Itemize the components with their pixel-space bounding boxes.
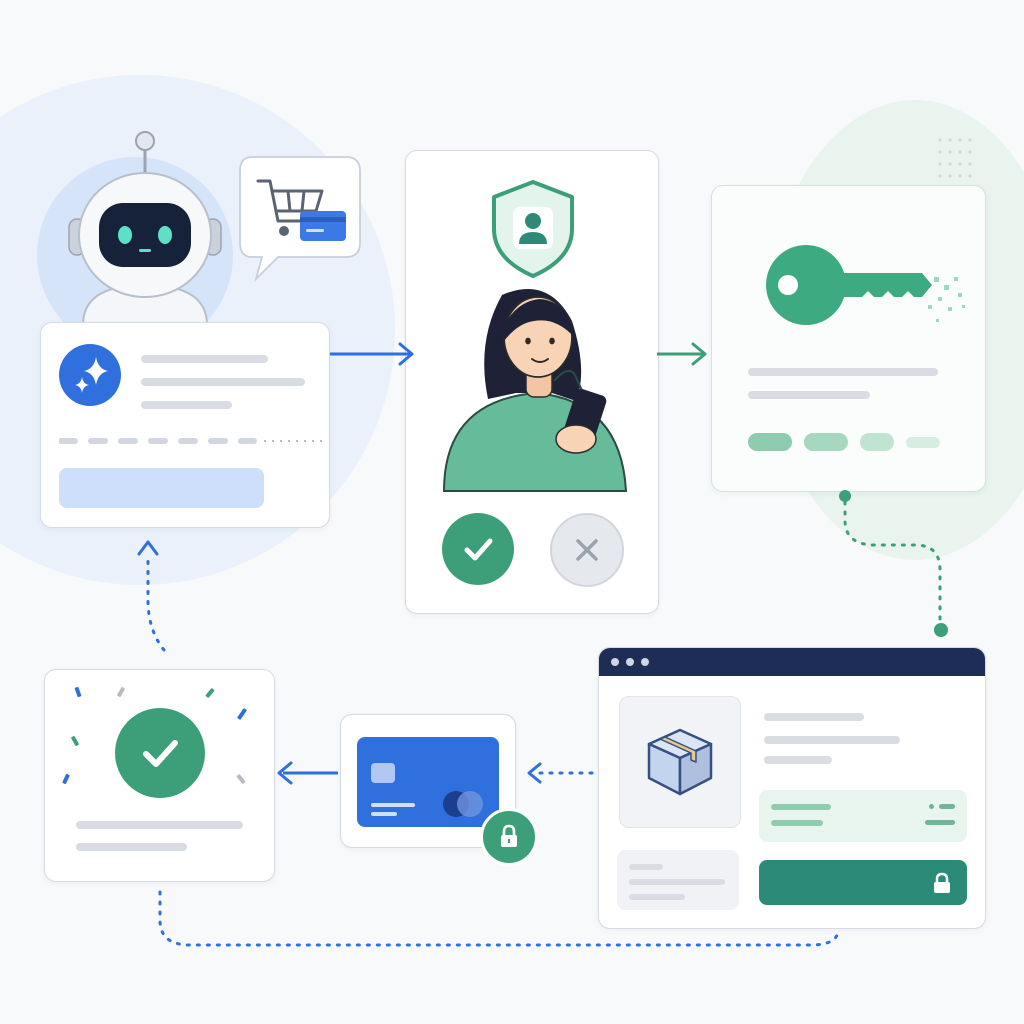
shield-user-icon (492, 180, 574, 278)
arrow-request-to-approval (330, 342, 414, 366)
cart-speech-bubble (239, 156, 361, 283)
pay-button[interactable] (759, 860, 967, 905)
payment-card-panel (340, 714, 516, 848)
lock-icon (501, 824, 517, 847)
key-icon (766, 245, 965, 325)
sparkle-icon (59, 344, 121, 406)
lock-badge-icon (480, 808, 538, 866)
shopping-cart-icon (256, 179, 324, 223)
arrow-success-to-request (137, 540, 166, 652)
placeholder-text-bar (764, 756, 832, 764)
key-segment (906, 437, 940, 448)
reject-button[interactable] (550, 513, 624, 587)
success-check-icon (115, 708, 205, 798)
product-image (619, 696, 741, 828)
success-card (44, 669, 275, 882)
arrow-success-to-checkout-loop (158, 890, 840, 947)
card-number-bar (371, 803, 415, 807)
card-name-bar (371, 812, 397, 816)
placeholder-text-bar (141, 401, 232, 409)
placeholder-text-bar (76, 821, 243, 829)
placeholder-text-bar (748, 391, 870, 399)
placeholder-text-bar (629, 864, 663, 870)
placeholder-text-bar (939, 804, 955, 809)
key-segment (860, 433, 894, 451)
placeholder-text-bar (771, 804, 831, 810)
confetti-icon (62, 686, 247, 785)
placeholder-text-bar (76, 843, 187, 851)
placeholder-text-bar (629, 879, 725, 885)
ai-request-card (40, 322, 330, 528)
key-particles (928, 277, 965, 322)
card-logo-circle (457, 791, 483, 817)
arrow-checkout-to-card (527, 762, 594, 784)
reject-x-icon (576, 539, 598, 561)
arrow-card-to-success (277, 761, 338, 785)
key-card (711, 185, 986, 492)
placeholder-text-bar (771, 820, 823, 826)
order-details-panel (617, 850, 739, 910)
window-dot[interactable] (641, 658, 649, 666)
checkout-browser-window (598, 647, 986, 929)
arrow-approval-to-key (657, 342, 707, 366)
dot-grid (938, 138, 972, 178)
placeholder-text-bar (929, 804, 934, 809)
placeholder-text-bar (141, 378, 305, 386)
request-button[interactable] (59, 468, 264, 508)
window-dot[interactable] (611, 658, 619, 666)
divider-dashed (59, 438, 327, 444)
package-box-icon (647, 728, 713, 796)
arrow-key-to-checkout (839, 490, 948, 637)
user-approval-card (405, 150, 659, 614)
credit-card-icon (300, 211, 346, 241)
lock-icon (934, 872, 950, 893)
credit-card-icon (357, 737, 499, 827)
placeholder-text-bar (141, 355, 268, 363)
approve-check-icon (464, 538, 493, 561)
placeholder-text-bar (748, 368, 938, 376)
placeholder-text-bar (764, 736, 900, 744)
key-segment (748, 433, 792, 451)
robot-icon (68, 131, 222, 326)
card-chip (371, 763, 395, 783)
person-with-phone-illustration (442, 288, 628, 492)
approve-button[interactable] (442, 513, 514, 585)
payment-summary-panel (759, 790, 967, 842)
window-dot[interactable] (626, 658, 634, 666)
key-segment (804, 433, 848, 451)
browser-titlebar (599, 648, 985, 676)
placeholder-text-bar (629, 894, 685, 900)
placeholder-text-bar (925, 820, 955, 825)
placeholder-text-bar (764, 713, 864, 721)
